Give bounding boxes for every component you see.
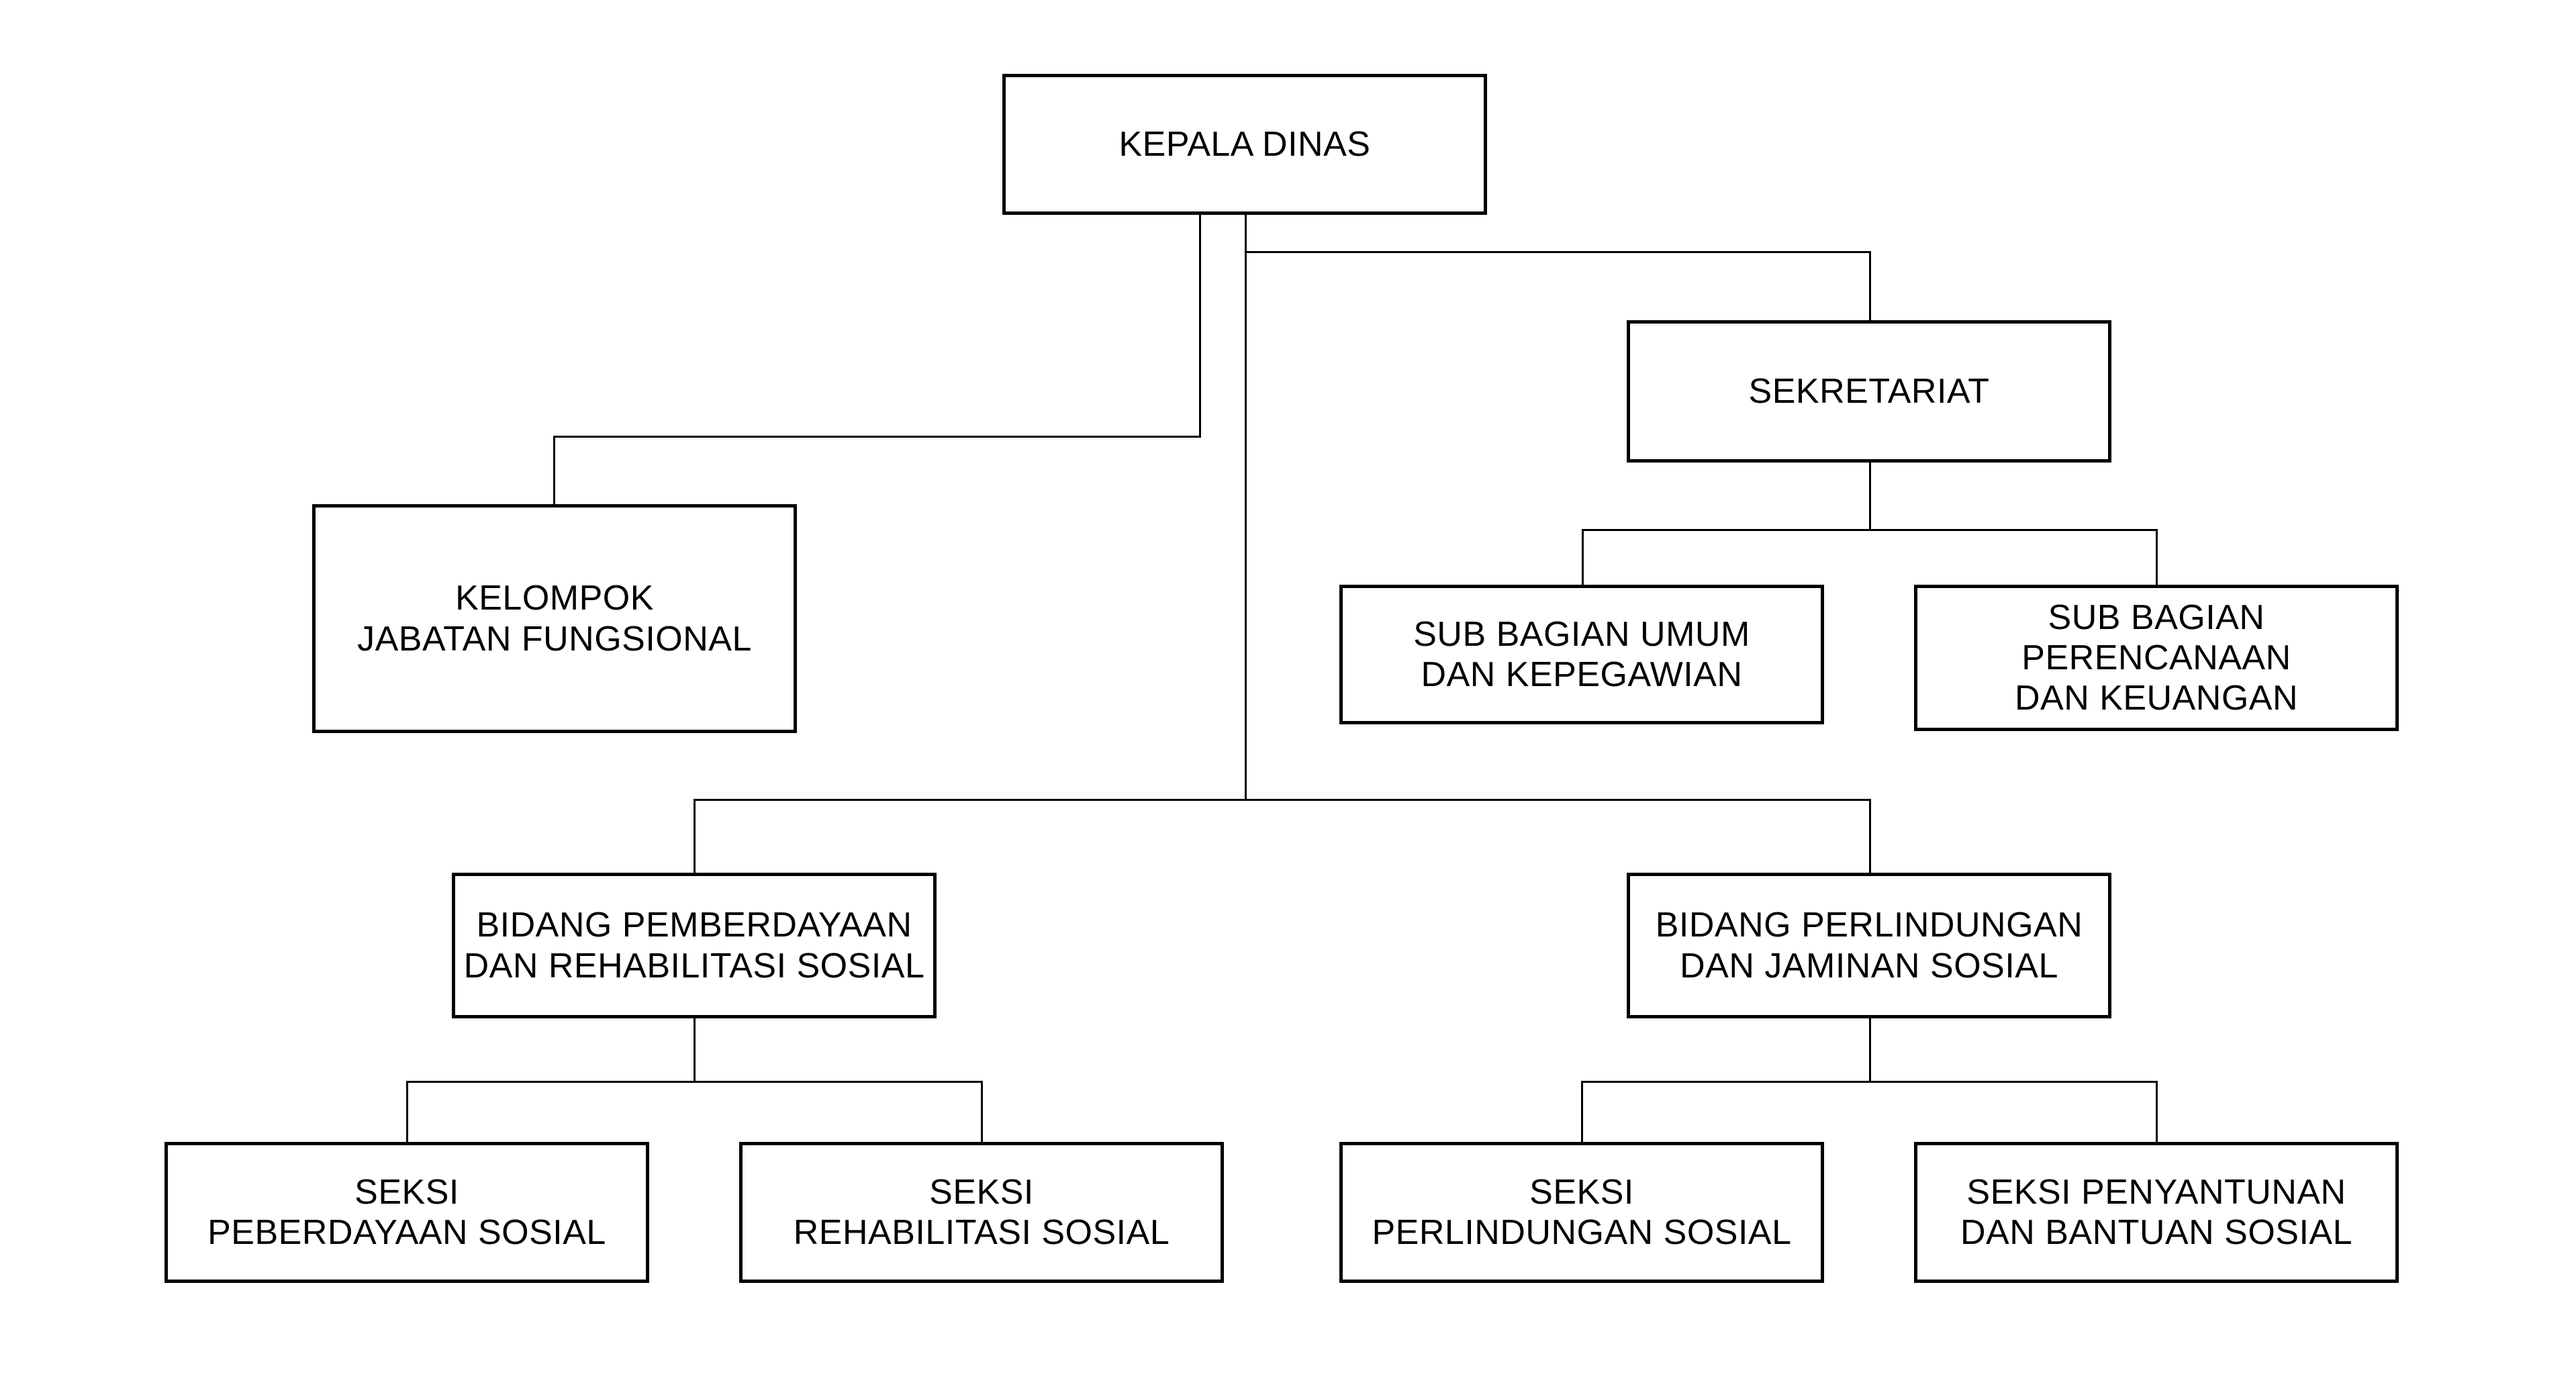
connector-subbagian-rail xyxy=(1582,529,2158,531)
org-node-kepala-dinas: KEPALA DINAS xyxy=(1002,74,1487,215)
org-node-label: BIDANG PERLINDUNGAN DAN JAMINAN SOSIAL xyxy=(1656,905,2083,986)
label-line: DAN KEPEGAWIAN xyxy=(1421,655,1743,694)
connector-drop-to-seksi-perlindungan xyxy=(1581,1081,1583,1142)
label-line: PERLINDUNGAN SOSIAL xyxy=(1372,1213,1792,1252)
label-line: JABATAN FUNGSIONAL xyxy=(357,619,752,659)
org-node-bidang-pemberdayaan: BIDANG PEMBERDAYAAN DAN REHABILITASI SOS… xyxy=(452,873,937,1018)
label-line: PERENCANAAN xyxy=(2021,638,2291,677)
org-node-label: SEKSI REHABILITASI SOSIAL xyxy=(794,1172,1170,1253)
connector-drop-to-seksi-penyantunan xyxy=(2156,1081,2158,1142)
org-node-label: KELOMPOK JABATAN FUNGSIONAL xyxy=(357,578,752,659)
label-line: SEKSI xyxy=(354,1172,459,1212)
label-line: SEKSI PENYANTUNAN xyxy=(1966,1172,2346,1212)
org-node-seksi-peberdayaan: SEKSI PEBERDAYAAN SOSIAL xyxy=(164,1142,649,1283)
label-line: KEPALA DINAS xyxy=(1118,124,1371,164)
connector-main-trunk-vertical xyxy=(1245,213,1247,800)
label-line: PEBERDAYAAN SOSIAL xyxy=(207,1213,606,1252)
connector-kepala-elbow-left-vertical xyxy=(1199,213,1201,437)
connector-bidang-perlindungan-stem xyxy=(1869,1018,1871,1082)
label-line: DAN REHABILITASI SOSIAL xyxy=(463,946,925,985)
org-node-seksi-rehabilitasi: SEKSI REHABILITASI SOSIAL xyxy=(739,1142,1224,1283)
connector-kepala-to-kelompok-horizontal xyxy=(553,436,1201,438)
label-line: KELOMPOK xyxy=(455,579,654,618)
label-line: DAN KEUANGAN xyxy=(2014,679,2299,718)
connector-seksi-rail-left xyxy=(406,1081,982,1083)
label-line: REHABILITASI SOSIAL xyxy=(793,1213,1170,1252)
connector-drop-to-bidang-perlindungan xyxy=(1869,799,1871,873)
org-node-kelompok-jabatan-fungsional: KELOMPOK JABATAN FUNGSIONAL xyxy=(312,504,797,733)
connector-bidang-rail xyxy=(694,799,1870,801)
label-line: SUB BAGIAN UMUM xyxy=(1413,614,1750,654)
connector-trunk-to-sekretariat-horizontal xyxy=(1245,251,1870,253)
org-node-sub-bagian-umum: SUB BAGIAN UMUM DAN KEPEGAWIAN xyxy=(1339,585,1824,724)
org-node-label: KEPALA DINAS xyxy=(1119,124,1371,164)
org-node-sekretariat: SEKRETARIAT xyxy=(1627,320,2111,463)
label-line: SUB BAGIAN xyxy=(2048,597,2265,637)
label-line: SEKSI xyxy=(929,1172,1034,1212)
org-node-label: SEKSI PENYANTUNAN DAN BANTUAN SOSIAL xyxy=(1960,1172,2352,1253)
org-node-label: SUB BAGIAN PERENCANAAN DAN KEUANGAN xyxy=(2015,597,2298,719)
connector-drop-to-sekretariat xyxy=(1869,251,1871,320)
connector-bidang-pemberdayaan-stem xyxy=(694,1018,696,1082)
connector-drop-to-kelompok xyxy=(553,436,555,504)
org-node-label: SEKSI PERLINDUNGAN SOSIAL xyxy=(1372,1172,1792,1253)
label-line: DAN JAMINAN SOSIAL xyxy=(1680,946,2058,985)
org-node-sub-bagian-perencanaan: SUB BAGIAN PERENCANAAN DAN KEUANGAN xyxy=(1914,585,2399,731)
label-line: SEKSI xyxy=(1529,1172,1634,1212)
connector-drop-to-seksi-rehabilitasi xyxy=(981,1081,983,1142)
connector-drop-to-sub-perencanaan xyxy=(2156,529,2158,585)
org-node-label: SUB BAGIAN UMUM DAN KEPEGAWIAN xyxy=(1413,614,1750,695)
org-node-label: SEKSI PEBERDAYAAN SOSIAL xyxy=(207,1172,606,1253)
org-node-seksi-penyantunan: SEKSI PENYANTUNAN DAN BANTUAN SOSIAL xyxy=(1914,1142,2399,1283)
label-line: SEKRETARIAT xyxy=(1748,371,1990,411)
connector-sekretariat-stem xyxy=(1869,463,1871,529)
connector-seksi-rail-right xyxy=(1581,1081,2157,1083)
label-line: DAN BANTUAN SOSIAL xyxy=(1960,1213,2353,1252)
label-line: BIDANG PERLINDUNGAN xyxy=(1655,906,2083,945)
connector-drop-to-sub-umum xyxy=(1582,529,1584,585)
org-node-label: SEKRETARIAT xyxy=(1749,371,1990,412)
org-node-seksi-perlindungan: SEKSI PERLINDUNGAN SOSIAL xyxy=(1339,1142,1824,1283)
connector-drop-to-seksi-peberdayaan xyxy=(406,1081,408,1142)
org-node-label: BIDANG PEMBERDAYAAN DAN REHABILITASI SOS… xyxy=(464,905,925,986)
connector-drop-to-bidang-pemberdayaan xyxy=(694,799,696,873)
label-line: BIDANG PEMBERDAYAAN xyxy=(476,906,912,945)
org-node-bidang-perlindungan: BIDANG PERLINDUNGAN DAN JAMINAN SOSIAL xyxy=(1627,873,2111,1018)
